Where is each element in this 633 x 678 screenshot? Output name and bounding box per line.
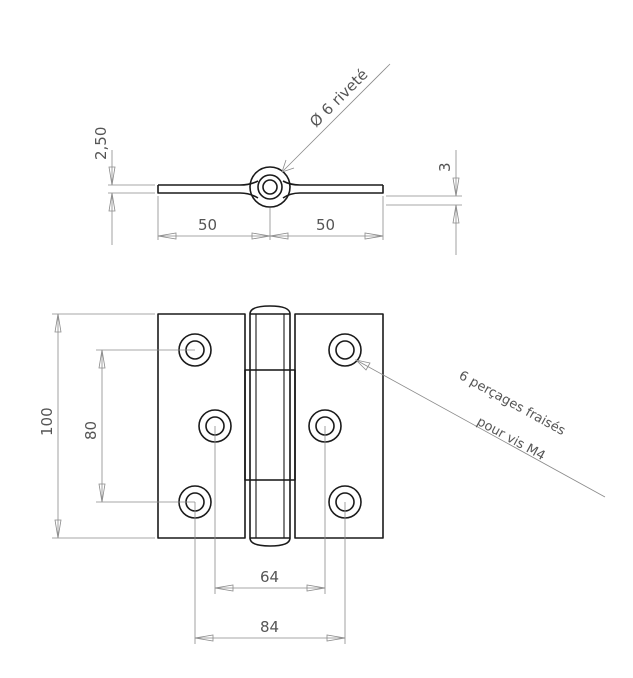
wing-left-label: 50 [198, 216, 217, 234]
height-label: 100 [38, 407, 56, 436]
wing-left-arrow-end [251, 232, 271, 240]
knuckle-mid [257, 174, 283, 200]
outer-label: 84 [260, 618, 279, 636]
thickness-right-arrow-bottom [452, 204, 460, 224]
vspacing-label: 80 [82, 421, 100, 440]
thickness-left-arrow-bottom [108, 192, 116, 212]
wing-left-arrow-start [157, 232, 177, 240]
rivet-callout: Ø 6 riveté [306, 65, 371, 130]
rivet-leader [281, 63, 391, 173]
knuckle-bottom [249, 537, 291, 547]
rivet [262, 179, 278, 195]
thickness-right-label: 3 [436, 162, 454, 172]
inner-arrow-right [306, 584, 326, 592]
outer-arrow-right [326, 634, 346, 642]
wing-right-label: 50 [316, 216, 335, 234]
wing-right-arrow-start [269, 232, 289, 240]
thickness-left-label: 2,50 [92, 127, 110, 160]
left-wing-plate [157, 180, 259, 199]
vspacing-arrow-top [98, 349, 106, 369]
outer-arrow-left [194, 634, 214, 642]
knuckle-middle-inner [249, 369, 291, 481]
top-view: Ø 6 riveté 2,50 3 50 50 [92, 63, 462, 255]
hole-note-arrow [354, 359, 371, 371]
hole-right-top [328, 333, 362, 367]
thickness-left-arrow-top [108, 166, 116, 186]
inner-arrow-left [214, 584, 234, 592]
thickness-right-arrow-top [452, 177, 460, 197]
height-arrow-top [54, 313, 62, 333]
knuckle-top [249, 305, 291, 315]
vspacing-arrow-bottom [98, 483, 106, 503]
height-arrow-bottom [54, 519, 62, 539]
hole-note-line1: 6 perçages fraisés [456, 368, 568, 439]
rivet-leader-arrow [281, 159, 295, 173]
knuckle-outer [249, 166, 291, 208]
left-leaf [157, 313, 246, 539]
front-view: 100 80 64 84 6 perçages fraisés pour vis… [38, 305, 606, 644]
wing-right-arrow-end [364, 232, 384, 240]
inner-label: 64 [260, 568, 279, 586]
hole-note-leader [355, 359, 606, 498]
knuckle-middle-inset [244, 369, 296, 481]
right-wing-plate [282, 180, 384, 199]
